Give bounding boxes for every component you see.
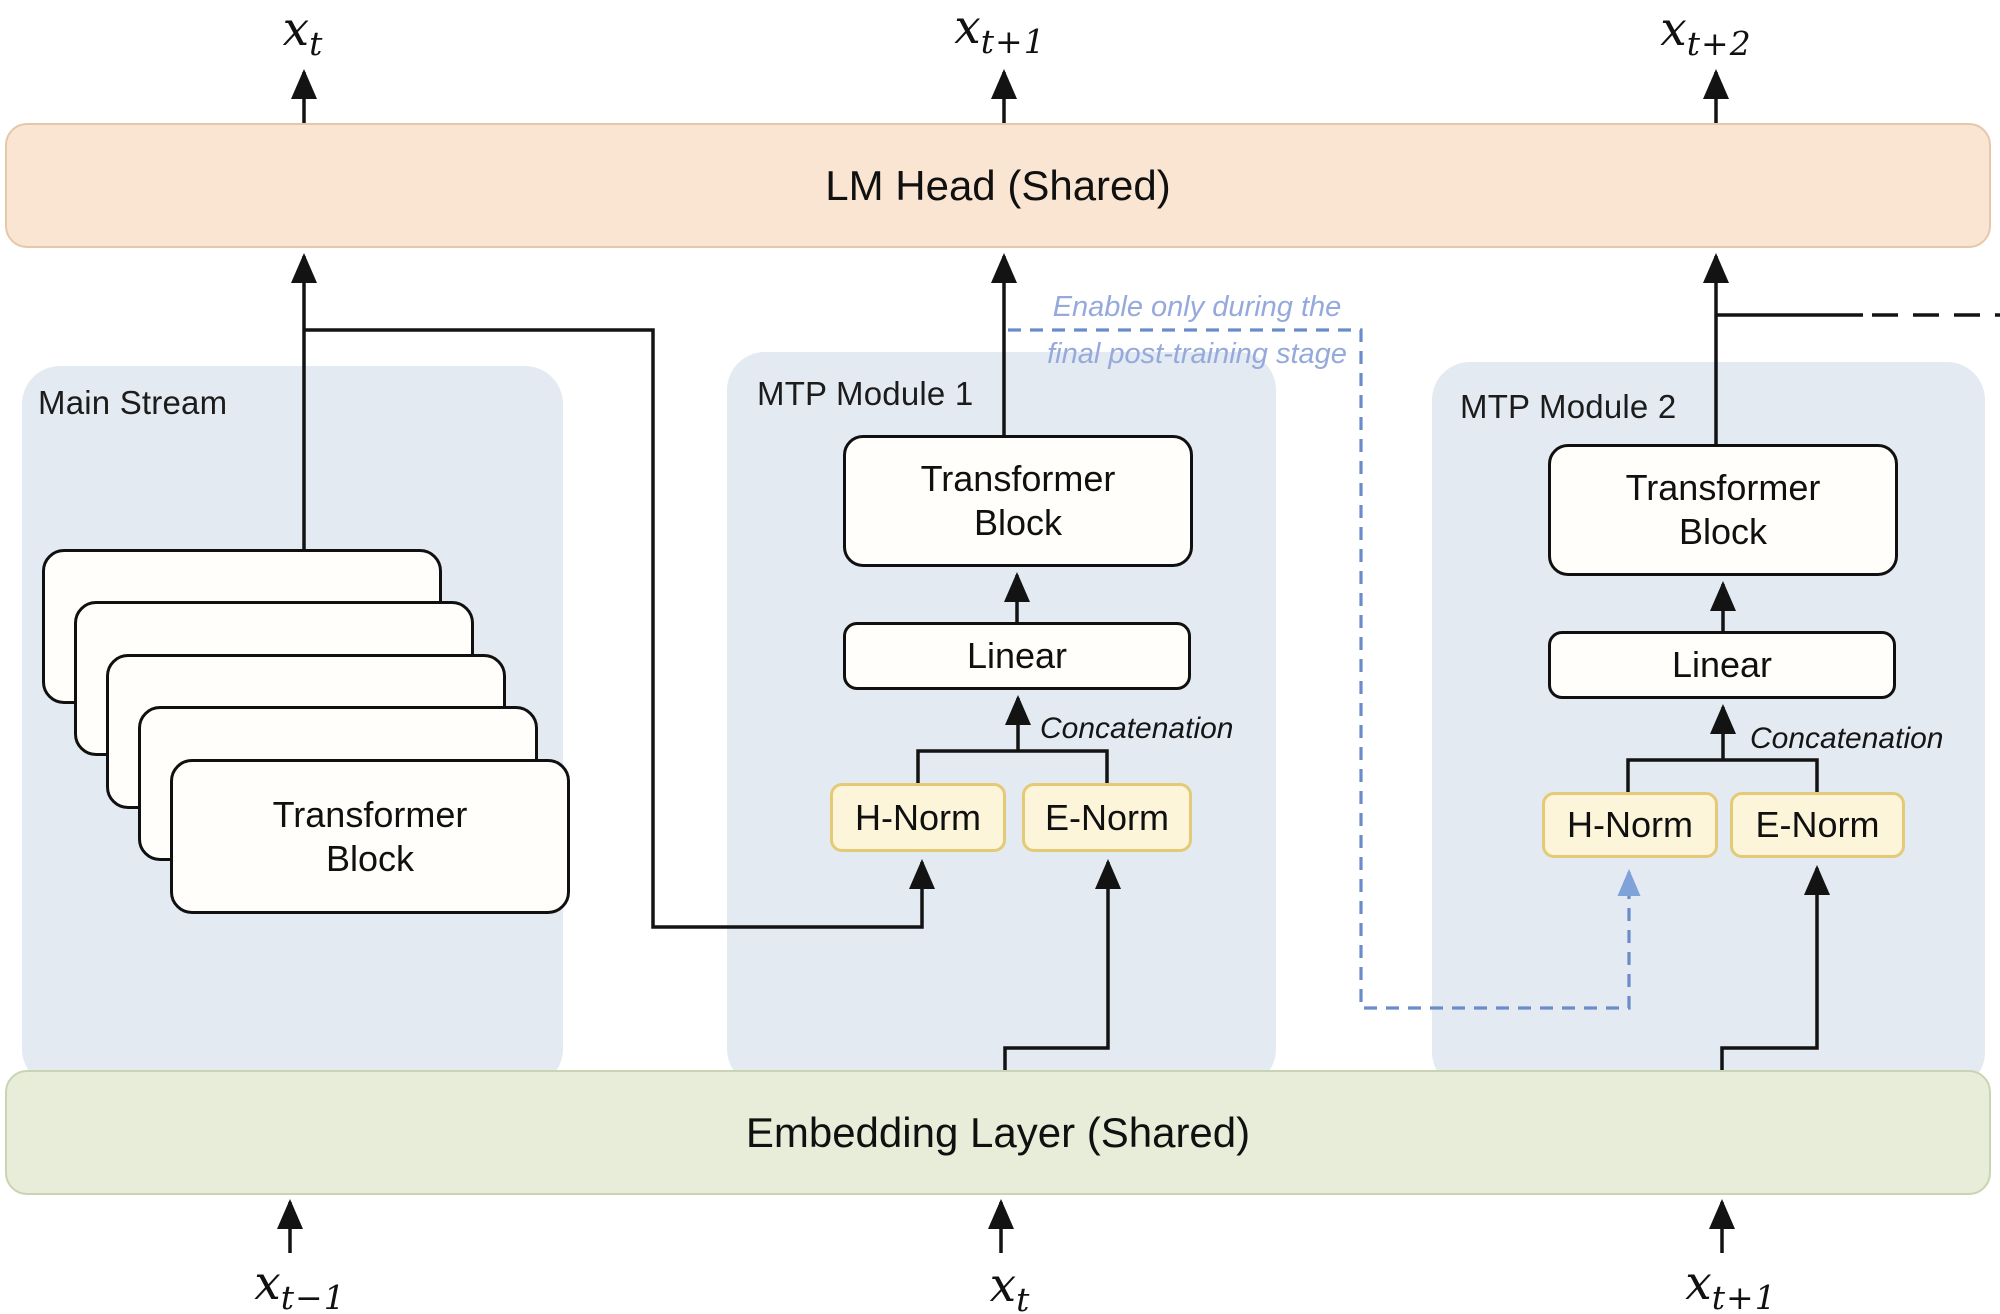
input-xtm1-base: x xyxy=(254,1256,281,1311)
input-xt-base: x xyxy=(989,1258,1017,1313)
output-xt1-sub: t+1 xyxy=(980,22,1046,61)
input-xt-sub: t xyxy=(1016,1280,1031,1314)
module1-linear-box: Linear xyxy=(843,622,1191,690)
module2-e-norm-label: E-Norm xyxy=(1755,804,1880,845)
module1-transformer-block: Transformer Block xyxy=(843,435,1193,567)
main-transformer-block-line1: Transformer xyxy=(272,793,468,835)
module2-transformer-line1: Transformer xyxy=(1625,467,1821,509)
output-xt-base: x xyxy=(282,2,310,57)
enable-annotation-line1: Enable only during the xyxy=(1052,291,1342,323)
module1-h-norm-label: H-Norm xyxy=(855,796,981,838)
input-xtm1-sub: t−1 xyxy=(280,1278,346,1314)
module1-concat-bracket xyxy=(916,749,1109,783)
main-stream-title: Main Stream xyxy=(38,384,228,421)
module1-e-norm-label: E-Norm xyxy=(1045,796,1169,838)
output-label-xt1: xt+1 xyxy=(954,0,1045,61)
module2-h-norm-box: H-Norm xyxy=(1542,792,1718,858)
module1-transformer-line2: Block xyxy=(973,502,1063,543)
input-xt1-sub: t+1 xyxy=(1711,1278,1777,1314)
module1-transformer-line1: Transformer xyxy=(920,458,1116,500)
module2-concatenation-label: Concatenation xyxy=(1750,722,1944,755)
input-label-xt1: xt+1 xyxy=(1685,1256,1776,1314)
module1-concatenation-label: Concatenation xyxy=(1040,712,1234,745)
module2-e-norm-box: E-Norm xyxy=(1730,792,1905,858)
enable-path-dashed xyxy=(1008,328,1641,1010)
output-xt1-base: x xyxy=(954,0,981,55)
module2-h-norm-label: H-Norm xyxy=(1567,804,1693,845)
embedding-label: Embedding Layer (Shared) xyxy=(745,1108,1251,1156)
module2-enorm-input-path xyxy=(1720,865,1830,1070)
module2-concat-bracket xyxy=(1626,758,1819,792)
mtp-module-1-title: MTP Module 1 xyxy=(757,375,974,412)
main-transformer-block-line2: Block xyxy=(325,837,415,879)
module1-e-norm-box: E-Norm xyxy=(1022,783,1192,852)
module2-linear-box: Linear xyxy=(1548,631,1896,699)
module2-transformer-block: Transformer Block xyxy=(1548,444,1898,576)
main-stream-to-hnorm1-path xyxy=(304,328,935,929)
output-xt2-sub: t+2 xyxy=(1686,24,1752,63)
embedding-bar: Embedding Layer (Shared) xyxy=(5,1070,1991,1195)
output-xt-sub: t xyxy=(309,24,324,63)
mtp-module-2-title: MTP Module 2 xyxy=(1460,388,1677,425)
module1-h-norm-box: H-Norm xyxy=(830,783,1006,852)
lm-head-bar: LM Head (Shared) xyxy=(5,123,1991,248)
output-label-xt2: xt+2 xyxy=(1660,2,1751,63)
lm-head-label: LM Head (Shared) xyxy=(825,161,1171,209)
module1-enorm-input-path xyxy=(1003,859,1121,1070)
input-label-xt: xt xyxy=(990,1258,1031,1314)
module1-linear-label: Linear xyxy=(966,635,1068,677)
output-xt2-base: x xyxy=(1660,2,1687,57)
main-transformer-block: Transformer Block xyxy=(170,759,570,914)
input-label-xtm1: xt−1 xyxy=(254,1256,345,1314)
output-label-xt: xt xyxy=(283,2,324,63)
enable-annotation: Enable only during the final post-traini… xyxy=(1032,284,1362,378)
input-xt1-base: x xyxy=(1685,1256,1712,1311)
module2-linear-label: Linear xyxy=(1671,644,1773,686)
enable-annotation-line2: final post-training stage xyxy=(1047,337,1347,370)
module2-transformer-line2: Block xyxy=(1678,511,1768,552)
